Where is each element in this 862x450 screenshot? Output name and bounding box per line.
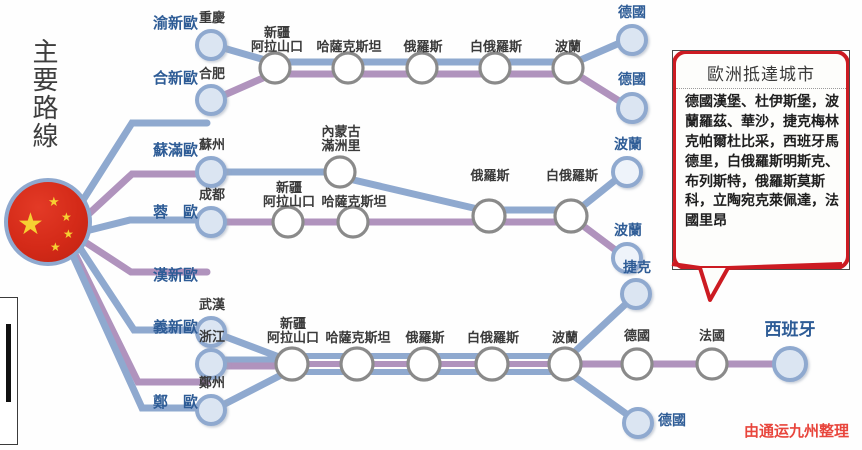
station-label-france: 法國 [698,329,726,344]
node-germany-top2 [616,92,648,124]
station-label-suzhou: 蘇州 [198,138,226,153]
route-label-sumanou[interactable]: 蘇滿歐 [152,141,198,159]
callout-text: 德國漢堡、杜伊斯堡，波蘭羅茲、華沙，捷克梅林克帕爾杜比采，西班牙馬德里，白俄羅斯… [685,94,839,230]
hub-spokes [70,119,211,412]
node-poland-mid2 [611,242,643,274]
flag-star-3: ★ [63,227,74,241]
node-poland-bottom [547,346,583,382]
callout-heading: 歐洲抵達城市 [676,54,846,89]
station-label-russia-top: 俄羅斯 [403,40,443,55]
station-label-poland-bottom: 波蘭 [551,331,579,346]
node-russia-top [405,51,439,85]
endpoint-label-poland-mid2: 波蘭 [614,223,642,239]
stations [195,24,808,439]
node-chengdu [195,206,227,238]
flag-star-2: ★ [61,210,72,224]
cropped-widget-fragment [0,297,18,445]
node-alashankou-top [258,51,292,85]
node-russia-bottom [406,346,442,382]
node-germany-west [620,347,654,381]
node-spain [772,346,808,382]
station-label-wuhan: 武漢 [198,298,226,313]
route-label-hanxinou[interactable]: 漢新歐 [152,266,198,284]
node-zhejiang [195,348,227,380]
trunk-bottom-west [564,296,794,422]
route-label-yixinou[interactable]: 義新歐 [152,318,198,336]
node-russia-mid [471,198,507,234]
station-label-chongqing: 重慶 [198,11,226,26]
node-hefei [195,84,227,116]
node-germany-bottom [622,407,654,439]
callout-tail [671,262,843,302]
node-belarus-mid [553,198,589,234]
attribution-text: 由通运九州整理 [744,422,850,440]
node-alashankou-mid [271,205,305,239]
station-label-hefei: 合肥 [198,67,226,82]
node-suzhou [195,156,227,188]
route-label-hexinou[interactable]: 合新歐 [152,69,198,87]
station-label-zhejiang: 浙江 [198,330,226,345]
callout-inner-border [672,50,850,270]
node-wuhan [195,316,227,348]
station-label-kazakhstan-bottom: 哈薩克斯坦 [325,331,391,346]
node-france [695,347,729,381]
flag-star-large: ★ [17,207,44,242]
station-label-kazakhstan-top: 哈薩克斯坦 [316,40,382,55]
endpoint-label-spain: 西班牙 [764,320,816,340]
node-manzhouli [323,155,357,189]
station-label-belarus-top: 白俄羅斯 [469,40,523,55]
china-origin-hub[interactable]: ★ ★ ★ ★ ★ [4,178,92,266]
station-label-alashankou-bottom-line2: 阿拉山口 [266,331,320,346]
node-kazakhstan-mid [336,205,370,239]
endpoint-label-germany-top2: 德國 [618,72,646,88]
station-label-belarus-mid: 白俄羅斯 [545,169,599,184]
node-poland-mid1 [611,156,643,188]
station-label-poland-top: 波蘭 [554,40,582,55]
flag-star-4: ★ [50,240,61,254]
station-label-alashankou-mid-line1: 新疆 [275,181,303,196]
station-label-alashankou-bottom-line1: 新疆 [279,317,307,332]
station-label-alashankou-top-line1: 新疆 [263,26,291,41]
station-label-alashankou-mid-line2: 阿拉山口 [262,195,316,210]
station-label-russia-bottom: 俄羅斯 [405,331,445,346]
page-title: 主要路線 [28,38,58,150]
route-label-rongou[interactable]: 蓉 歐 [152,203,198,221]
node-kazakhstan-bottom [339,346,375,382]
route-label-zhengou[interactable]: 鄭 歐 [152,393,198,411]
station-label-manzhouli-line1: 內蒙古 [321,125,361,140]
scrollbar-thumb[interactable] [6,324,11,402]
node-poland-top [551,51,585,85]
node-czech [620,278,652,310]
node-alashankou-bottom [274,346,310,382]
flag-star-1: ★ [48,195,60,210]
station-label-zhengzhou: 鄭州 [198,376,226,391]
node-belarus-bottom [474,346,510,382]
station-label-russia-mid: 俄羅斯 [470,169,510,184]
route-label-yuxinou[interactable]: 渝新歐 [152,14,198,32]
station-label-manzhouli-line2: 滿洲里 [321,139,361,154]
station-label-belarus-bottom: 白俄羅斯 [466,331,520,346]
station-label-germany-west: 德國 [623,329,651,344]
endpoint-label-czech: 捷克 [623,260,651,276]
node-chongqing [195,29,227,61]
callout-body: 歐洲抵達城市 德國漢堡、杜伊斯堡，波蘭羅茲、華沙，捷克梅林克帕爾杜比采，西班牙馬… [672,50,850,270]
endpoint-label-poland-mid1: 波蘭 [614,137,642,153]
node-kazakhstan-top [331,51,365,85]
trunk-suman [209,168,486,214]
node-zhengzhou [195,394,227,426]
station-label-kazakhstan-mid: 哈薩克斯坦 [321,195,387,210]
node-germany-top1 [616,24,648,56]
node-belarus-top [478,51,512,85]
arrival-cities-callout: 歐洲抵達城市 德國漢堡、杜伊斯堡，波蘭羅茲、華沙，捷克梅林克帕爾杜比采，西班牙馬… [671,50,850,302]
station-label-chengdu: 成都 [198,188,226,203]
endpoint-label-germany-top1: 德國 [618,5,646,21]
station-label-alashankou-top-line2: 阿拉山口 [250,40,304,55]
endpoint-label-germany-bottom: 德國 [658,413,686,429]
